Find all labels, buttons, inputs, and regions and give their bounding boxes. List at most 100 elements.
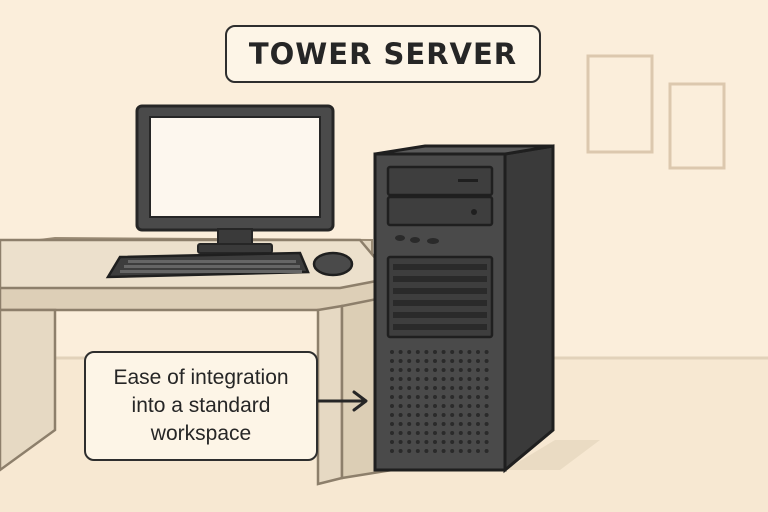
callout-box: Ease of integration into a standard work… [84, 351, 318, 461]
vent-hole [458, 395, 463, 399]
vent-hole [441, 386, 446, 390]
vent-hole [441, 359, 446, 363]
mouse-icon [312, 251, 354, 277]
vent-hole [450, 431, 455, 435]
vent-hole [390, 395, 394, 399]
vent-hole [484, 440, 489, 444]
vent-hole [424, 359, 429, 363]
vent-hole [458, 431, 463, 435]
vent-hole [476, 359, 480, 363]
vent-hole [484, 431, 489, 435]
vent-hole [476, 404, 480, 408]
vent-hole [398, 404, 403, 408]
vent-hole [415, 359, 420, 363]
vent-hole [441, 377, 446, 381]
vent-hole [476, 413, 480, 417]
title-label: TOWER SERVER [225, 25, 541, 83]
vent-hole [407, 359, 412, 363]
vent-hole [433, 431, 437, 435]
vent-hole [407, 386, 412, 390]
vent-hole [398, 413, 403, 417]
vent-hole [458, 359, 463, 363]
vent-hole [433, 404, 437, 408]
vent-hole [415, 431, 420, 435]
vent-hole [433, 395, 437, 399]
vent-hole [441, 350, 446, 354]
vent-hole [458, 449, 463, 453]
vent-hole [467, 386, 472, 390]
vent-hole [484, 449, 489, 453]
vent-hole [484, 395, 489, 399]
vent-hole [390, 350, 394, 354]
vent-hole [398, 395, 403, 399]
vent-hole [476, 350, 480, 354]
vent-hole [433, 449, 437, 453]
vent-hole [467, 404, 472, 408]
vent-hole [484, 368, 489, 372]
vent-hole [415, 413, 420, 417]
vent-hole [450, 350, 455, 354]
vent-hole [415, 422, 420, 426]
vent-hole [398, 377, 403, 381]
vent-hole [407, 368, 412, 372]
vent-hole [476, 440, 480, 444]
vent-hole [415, 440, 420, 444]
vent-hole [433, 359, 437, 363]
vent-hole [450, 386, 455, 390]
vent-hole [433, 440, 437, 444]
vent-hole [398, 368, 403, 372]
vent-hole [398, 422, 403, 426]
vent-hole [467, 377, 472, 381]
vent-hole [441, 422, 446, 426]
vent-hole [476, 431, 480, 435]
vent-hole [476, 422, 480, 426]
picture-frame-icon [586, 54, 654, 154]
vent-hole [450, 395, 455, 399]
vent-hole [390, 422, 394, 426]
vent-hole [433, 377, 437, 381]
vent-hole [398, 431, 403, 435]
vent-hole [476, 395, 480, 399]
vent-hole [424, 413, 429, 417]
vent-hole [476, 368, 480, 372]
vent-hole [398, 359, 403, 363]
vent-hole [441, 395, 446, 399]
vent-hole [458, 386, 463, 390]
vent-hole [415, 377, 420, 381]
vent-hole [484, 422, 489, 426]
vent-hole [390, 377, 394, 381]
vent-hole [398, 350, 403, 354]
vent-hole [484, 350, 489, 354]
tower-shadow [505, 440, 600, 470]
vent-hole [433, 350, 437, 354]
vent-hole [458, 422, 463, 426]
vent-hole [407, 404, 412, 408]
vent-hole [415, 368, 420, 372]
vent-hole [415, 386, 420, 390]
vent-hole [450, 359, 455, 363]
title-text: TOWER SERVER [248, 37, 518, 71]
vent-hole [390, 386, 394, 390]
vent-grille [390, 350, 489, 453]
vent-hole [467, 422, 472, 426]
vent-hole [476, 377, 480, 381]
vent-hole [407, 350, 412, 354]
vent-hole [390, 440, 394, 444]
vent-hole [450, 413, 455, 417]
vent-hole [484, 413, 489, 417]
vent-hole [441, 440, 446, 444]
vent-hole [441, 449, 446, 453]
vent-hole [424, 377, 429, 381]
vent-hole [450, 422, 455, 426]
vent-hole [390, 413, 394, 417]
keyboard-icon [105, 251, 310, 279]
vent-hole [433, 413, 437, 417]
vent-hole [424, 386, 429, 390]
vent-hole [424, 395, 429, 399]
tower-server-icon [373, 144, 555, 474]
vent-hole [398, 440, 403, 444]
picture-frame-icon [668, 82, 726, 170]
monitor-icon [135, 104, 335, 254]
vent-hole [407, 395, 412, 399]
vent-hole [450, 377, 455, 381]
